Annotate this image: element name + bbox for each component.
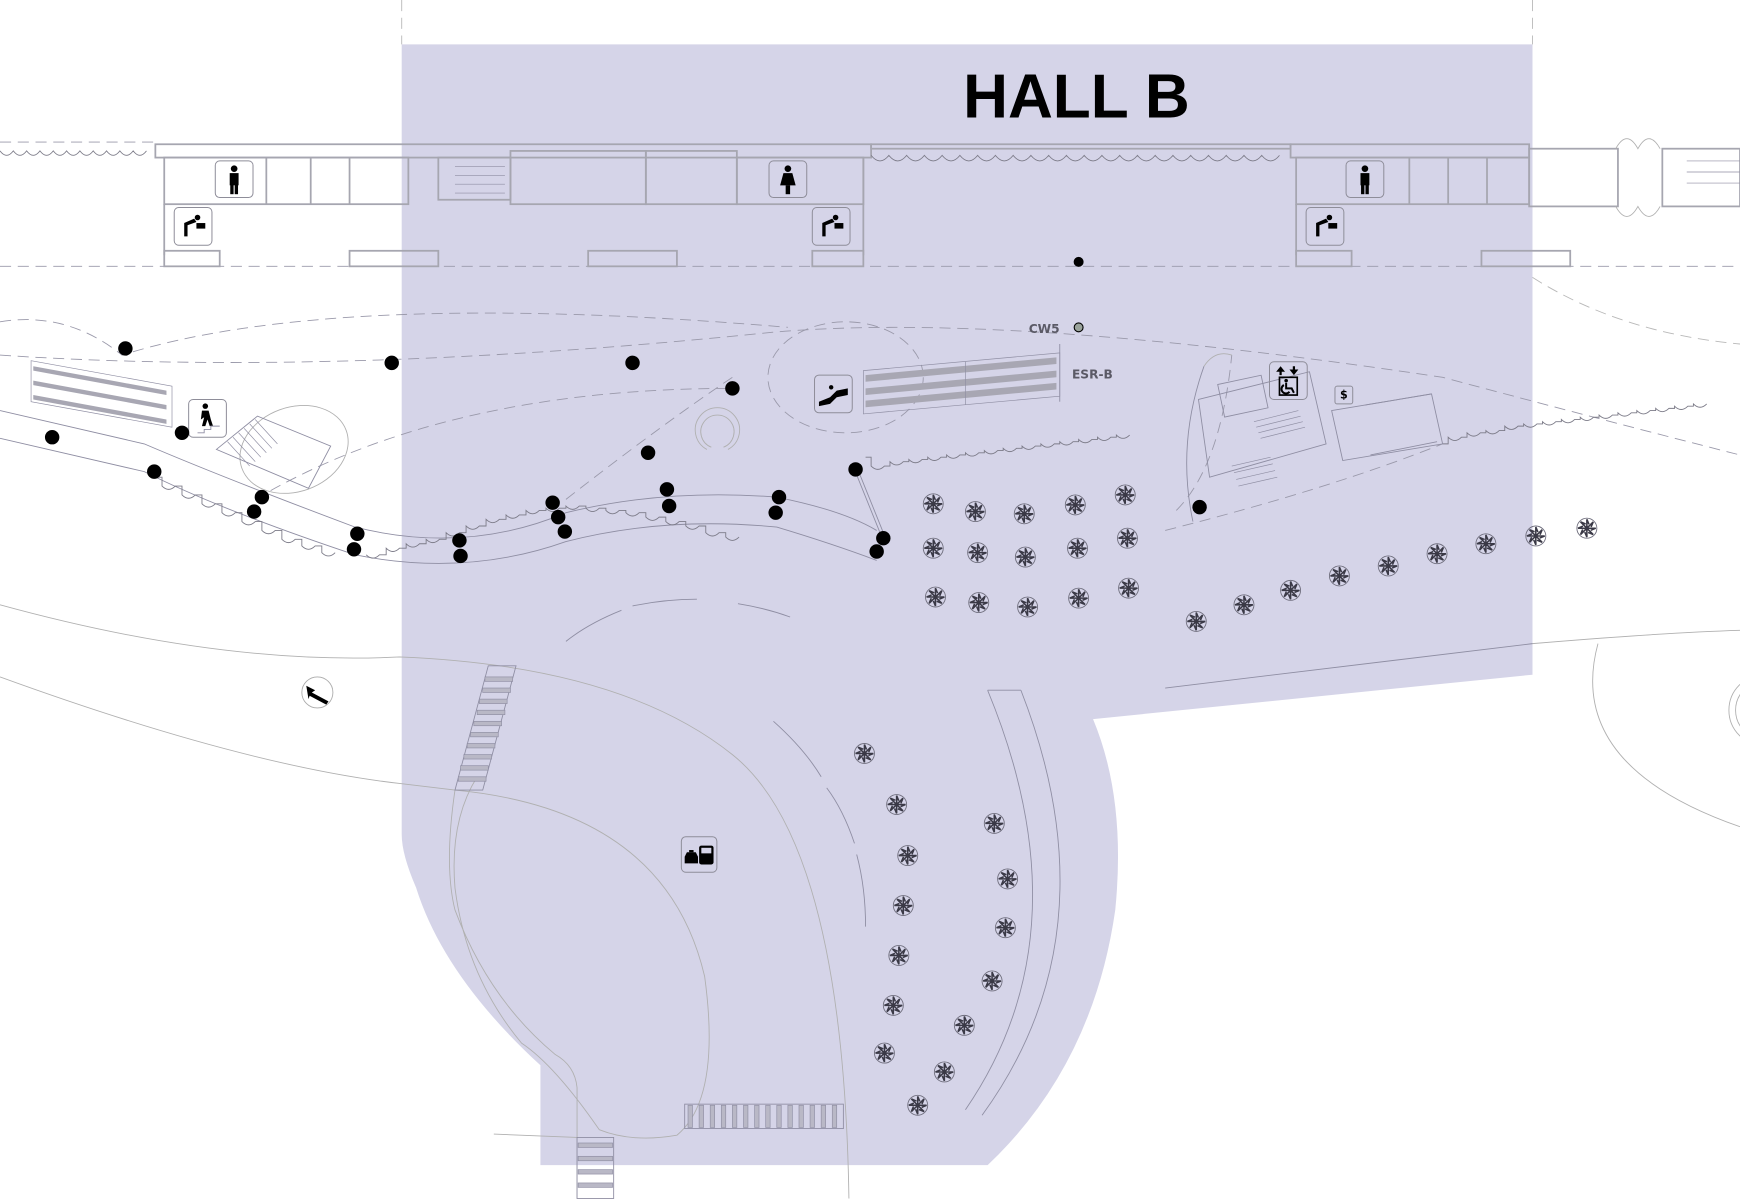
tree-icon — [873, 1042, 895, 1064]
tree-icon — [967, 542, 989, 564]
trees — [854, 484, 1598, 1116]
tree-icon — [1117, 527, 1138, 549]
column-dot — [550, 509, 566, 525]
column-dot — [659, 482, 675, 497]
tree-icon — [981, 970, 1003, 992]
column-dot — [848, 462, 863, 477]
tree-icon — [1475, 533, 1497, 555]
tree-icon — [1233, 594, 1255, 616]
escalator-esr-b[interactable] — [863, 344, 1061, 415]
column-dot — [869, 544, 884, 559]
column-dot — [350, 526, 365, 541]
cw5-marker[interactable] — [1073, 322, 1084, 333]
column-dot — [118, 341, 133, 356]
tree-icon — [888, 945, 910, 966]
tree-icon — [1014, 546, 1036, 568]
tree-icon — [1377, 555, 1399, 577]
stairs-icon[interactable] — [188, 398, 227, 438]
east-station-structure — [1186, 353, 1444, 522]
column-dot — [725, 381, 740, 396]
mens-restroom-icon[interactable] — [214, 160, 254, 199]
tree-icon — [854, 743, 875, 764]
column-dot — [1192, 499, 1207, 515]
tree-icon — [1067, 537, 1088, 559]
rotunda — [694, 407, 741, 450]
tree-icon — [1280, 579, 1302, 601]
concourse-building — [0, 138, 1740, 268]
tree-icon — [922, 493, 944, 515]
tree-icon — [892, 895, 914, 916]
direction-arrow-icon[interactable] — [301, 676, 334, 709]
svg-text:$: $ — [1340, 388, 1348, 401]
column-dot — [174, 425, 190, 440]
tree-icon — [897, 845, 919, 867]
drinking-fountain-icon[interactable] — [173, 207, 213, 246]
tree-icon — [968, 592, 990, 613]
crosswalk-south — [684, 1103, 844, 1130]
tree-icon — [933, 1061, 955, 1083]
accessible-elevator-icon[interactable] — [1268, 361, 1308, 400]
column-dot — [768, 505, 783, 520]
column-dot — [640, 445, 656, 460]
column-dot — [545, 495, 560, 510]
tree-icon — [1064, 494, 1086, 516]
roadway — [0, 604, 1740, 1199]
tree-icon — [983, 812, 1005, 834]
womens-restroom-icon[interactable] — [768, 160, 808, 199]
crosswalk-north — [454, 665, 517, 791]
tree-icon — [953, 1014, 975, 1036]
tree-icon — [922, 537, 944, 559]
column-dot — [1073, 256, 1084, 267]
column-dot — [453, 548, 468, 564]
tree-icon — [997, 868, 1019, 890]
column-dot — [147, 464, 162, 479]
tree-icon — [1576, 517, 1598, 539]
tree-icon — [994, 917, 1016, 939]
curb-islands — [565, 598, 867, 927]
tree-icon — [1017, 596, 1039, 618]
mens-restroom-icon[interactable] — [1345, 160, 1385, 199]
tree-icon — [907, 1094, 929, 1116]
tree-icon — [882, 994, 904, 1016]
column-dot — [771, 489, 787, 505]
tree-icon — [964, 501, 986, 523]
tree-icon — [886, 794, 908, 815]
columns — [44, 256, 1207, 564]
tree-icon — [1525, 525, 1547, 547]
column-dot — [876, 530, 891, 546]
column-dot — [452, 533, 467, 548]
stair-structure — [215, 405, 349, 494]
column-dot — [346, 542, 362, 557]
column-dot — [246, 504, 262, 519]
tree-icon — [1118, 577, 1139, 599]
column-dot — [557, 524, 573, 539]
escalator-icon[interactable] — [814, 374, 853, 414]
column-dot — [254, 489, 270, 505]
tree-icon — [1185, 611, 1207, 632]
atm-icon[interactable]: $ — [1334, 385, 1354, 405]
hall-title: HALL B — [963, 63, 1190, 132]
esr-b-label: ESR-B — [1072, 367, 1113, 381]
cw5-label: CW5 — [1029, 322, 1060, 336]
tree-icon — [1114, 484, 1136, 506]
drinking-fountain-icon[interactable] — [1305, 207, 1345, 246]
tree-icon — [1426, 543, 1448, 565]
tree-icon — [1013, 503, 1035, 525]
taxi-bus-icon[interactable] — [680, 836, 718, 873]
tree-icon — [925, 586, 946, 608]
column-dot — [384, 355, 399, 371]
column-dot — [44, 430, 60, 445]
hall-b-zone[interactable] — [401, 44, 1533, 1166]
escalator-west[interactable] — [30, 360, 173, 428]
curved-walkway — [0, 402, 1708, 564]
drinking-fountain-icon[interactable] — [811, 207, 851, 246]
crosswalk-bottom — [576, 1136, 615, 1199]
column-dot — [661, 498, 677, 514]
column-dot — [625, 355, 640, 371]
tree-icon — [1068, 587, 1090, 609]
tree-icon — [1328, 565, 1350, 587]
